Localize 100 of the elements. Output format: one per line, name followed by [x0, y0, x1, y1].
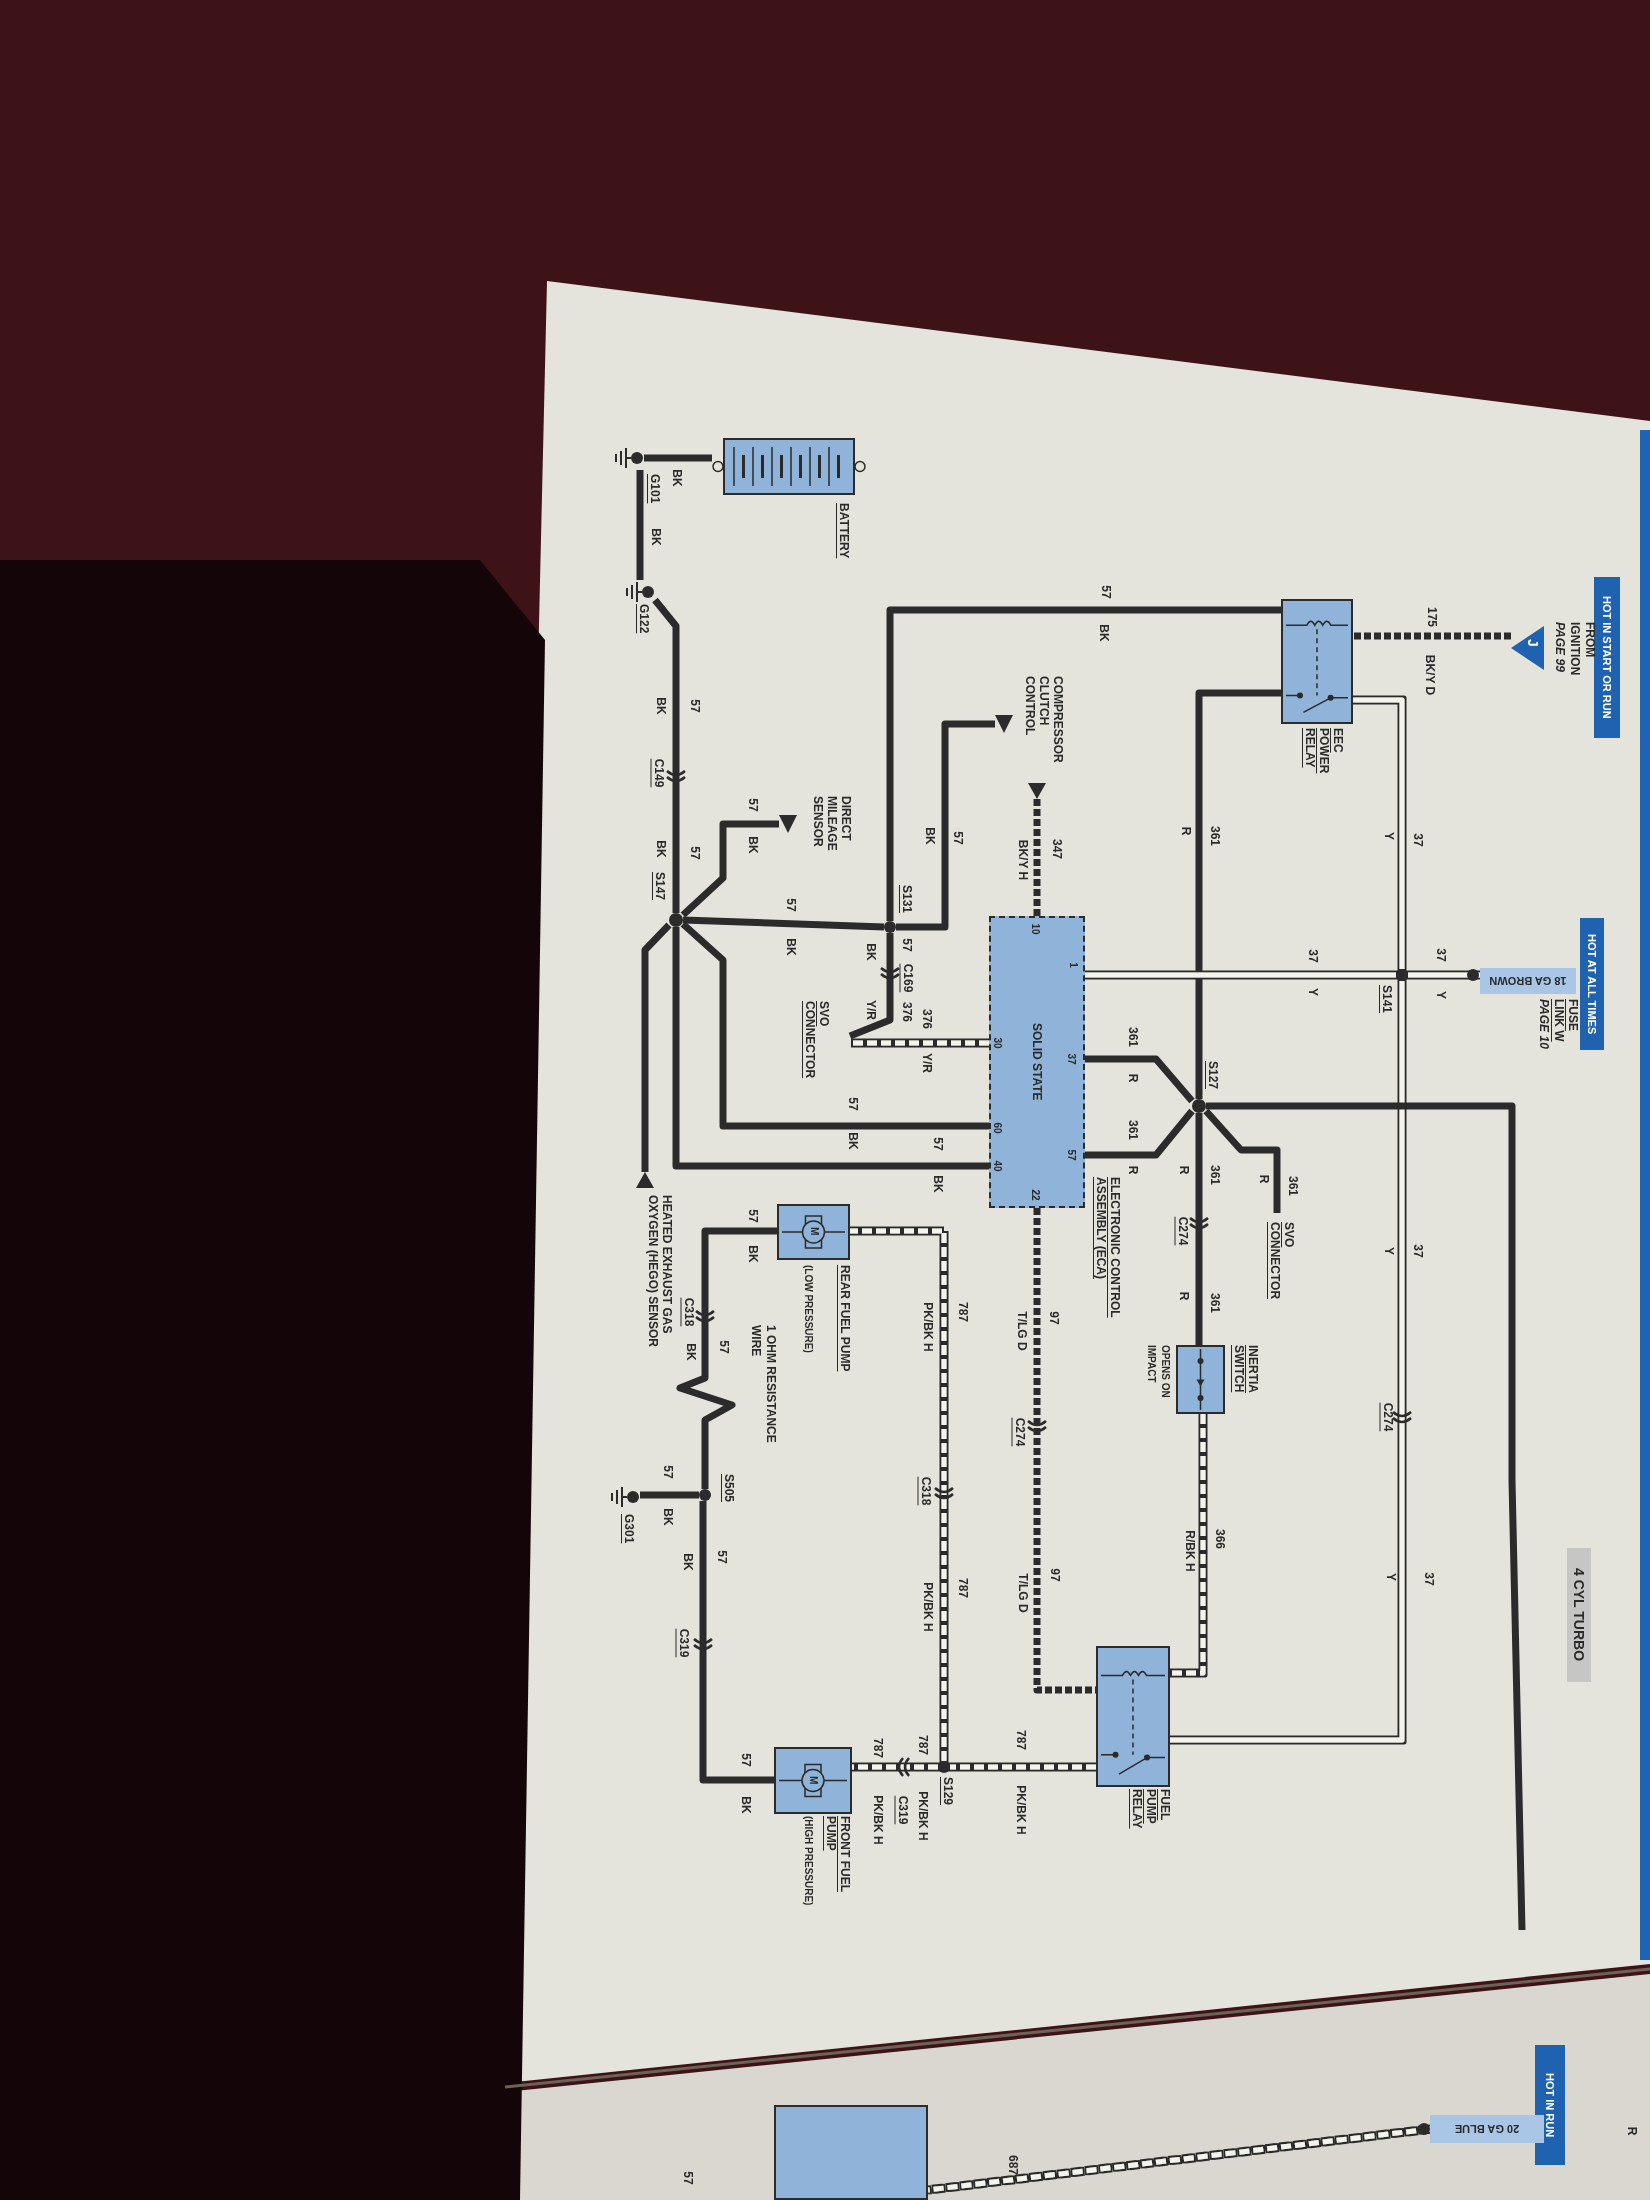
terminal-triangle [779, 815, 797, 833]
wire [1085, 1108, 1195, 1159]
component-label: DIRECT MILEAGE SENSOR [810, 796, 853, 853]
wire-label: 57 [745, 1209, 759, 1223]
wire-label: PK/BK H [870, 1795, 884, 1845]
wire-label: BK [660, 1508, 674, 1526]
battery-symbol [712, 435, 866, 498]
wire-label: 97 [1046, 1311, 1060, 1325]
component-label: FUEL PUMP RELAY [1129, 1789, 1172, 1831]
wire [652, 597, 680, 913]
wire-label: 361 [1125, 1027, 1139, 1047]
pump-box: M [777, 1204, 850, 1260]
wire-label: BK [683, 1343, 697, 1361]
wire-label: 57 [680, 2171, 694, 2185]
wire-label: R [1176, 1165, 1190, 1175]
component-label: EEC POWER RELAY [1302, 728, 1345, 776]
component-label: REAR FUEL PUMP [837, 1265, 852, 1374]
wire-label: PK/BK H [915, 1791, 929, 1841]
wire-label: Y [1433, 991, 1447, 999]
wire-label: BK [922, 827, 936, 845]
section-banner: HOT IN START OR RUN [1594, 577, 1620, 738]
wire-label: 361 [1207, 1293, 1221, 1313]
wire-label: 37 [1421, 1572, 1435, 1586]
wire-label: R [1256, 1174, 1270, 1184]
component-label: FRONT FUEL PUMP [823, 1816, 852, 1894]
note-text: FROM IGNITION PAGE 99 [1551, 622, 1597, 678]
splice-id: S505 [722, 1474, 736, 1505]
wire-label: PK/BK H [1013, 1785, 1027, 1835]
reference-triangle: J [1511, 626, 1544, 670]
splice-id: S141 [1380, 985, 1394, 1016]
pin-number: 10 [1028, 923, 1042, 935]
wire [1085, 972, 1396, 978]
wire-label: Y [1381, 832, 1395, 840]
wire [1353, 697, 1405, 969]
component-label: ELECTRONIC CONTROL ASSEMBLY (ECA) [1093, 1177, 1122, 1320]
wire [699, 1501, 774, 1784]
wire-label: Y [1383, 1573, 1397, 1581]
wire-gauge-tag: 18 GA BROWN [1480, 968, 1576, 994]
wire-label: 361 [1207, 826, 1221, 846]
wire [640, 1491, 699, 1499]
wire-label: BK [680, 1553, 694, 1571]
wire-label: 787 [915, 1735, 929, 1755]
wire-label: 37 [1410, 833, 1424, 847]
wire [641, 922, 672, 1172]
wire-label: R [1178, 826, 1192, 836]
wire [886, 606, 1281, 921]
wire-label: BK/Y H [1015, 839, 1029, 881]
relay-box [1281, 599, 1353, 724]
connector-label: SVO CONNECTOR [1267, 1222, 1296, 1302]
wire [1195, 689, 1281, 1099]
pin-number: 40 [990, 1160, 1004, 1172]
wire [672, 927, 989, 1170]
terminal-triangle [636, 1172, 654, 1188]
wire-label: Y [1305, 988, 1319, 996]
pin-number: 60 [990, 1122, 1004, 1134]
wire-label: BK [653, 840, 667, 858]
page-reference: PAGE 10 [1536, 999, 1551, 1051]
wire-label: 347 [1049, 839, 1063, 859]
pin-number: 1 [1066, 962, 1080, 968]
ground-id: G122 [636, 604, 651, 636]
connector-id: C274 [1175, 1216, 1189, 1246]
connector-id: C319 [676, 1628, 690, 1658]
wire [680, 820, 779, 918]
wire-label: BK [648, 528, 662, 546]
wire [1206, 1102, 1526, 1931]
wire-label: 366 [1212, 1529, 1226, 1549]
wire [680, 921, 989, 1130]
wire-label: 37 [1305, 949, 1319, 963]
splice-id: S131 [900, 885, 914, 916]
wire-label: 57 [687, 699, 701, 713]
wire-label: 376 [919, 1009, 933, 1029]
connector-id: C274 [1380, 1402, 1394, 1432]
ground-symbol [612, 446, 644, 470]
wire [1085, 1055, 1195, 1104]
wire-label: 361 [1125, 1120, 1139, 1140]
component-label: COMPRESSOR CLUTCH CONTROL [1022, 676, 1065, 765]
wire [1195, 1113, 1203, 1345]
wire [682, 916, 885, 931]
wire-label: 57 [687, 846, 701, 860]
wire [676, 1227, 777, 1489]
component-box [774, 2105, 928, 2200]
wire-label: 687 [1005, 2155, 1019, 2175]
wire [1033, 799, 1041, 916]
wire-label: BK [863, 943, 877, 961]
pin-number: 37 [1064, 1053, 1078, 1065]
pin-number: 30 [990, 1037, 1004, 1049]
component-label: HEATED EXHAUST GAS OXYGEN (HEGO) SENSOR [645, 1195, 674, 1350]
wire [850, 1228, 947, 1761]
wire-label: BK/Y D [1422, 654, 1436, 696]
wire-label: 57 [845, 1097, 859, 1111]
terminal-triangle [1028, 783, 1046, 799]
wire-label: Y/R [919, 1053, 933, 1073]
wire-label: 97 [1047, 1568, 1061, 1582]
wire-label: 57 [783, 898, 797, 912]
note-text: 1 OHM RESISTANCE WIRE [748, 1325, 778, 1445]
pin-number: 22 [1028, 1189, 1042, 1201]
component-note: (LOW PRESSURE) [802, 1265, 815, 1355]
connector-id: C319 [895, 1795, 909, 1825]
wire-label: BK [783, 938, 797, 956]
pin-number: 57 [1064, 1149, 1078, 1161]
